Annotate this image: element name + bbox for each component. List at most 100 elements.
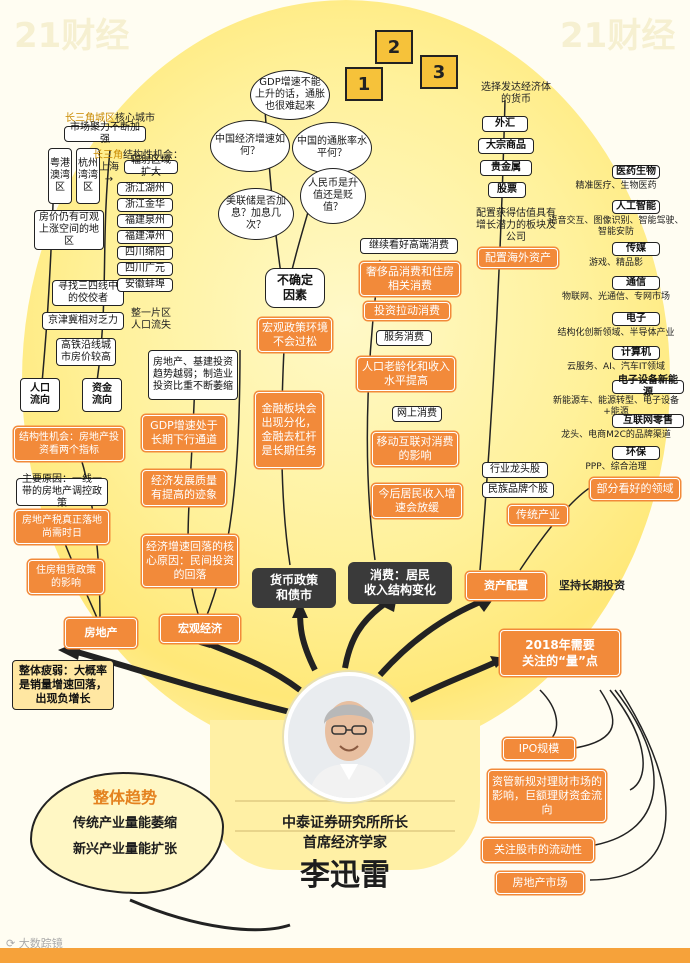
yrd-core-label: 长三角城区核心城市 xyxy=(60,113,160,125)
aging-income: 人口老龄化和收入水平提高 xyxy=(357,357,455,391)
region-gba: 粤港澳湾区 xyxy=(48,148,72,204)
bubble-inflation: 中国的通胀率水平何？ xyxy=(292,122,372,174)
jingjinji-note: 整一片区人口流失 xyxy=(131,308,171,331)
quantity-item: 房地产市场 xyxy=(496,872,584,894)
city-item: 浙江湖州 xyxy=(117,182,173,196)
online-consumption: 网上消费 xyxy=(392,406,442,422)
macro-reason: 经济增速回落的核心原因：民间投资的回落 xyxy=(142,535,238,587)
city-item: 四川绵阳 xyxy=(117,246,173,260)
rental-policy: 住房租赁政策的影响 xyxy=(28,560,104,594)
topic-monetary: 货币政策和债市 xyxy=(252,568,336,608)
asset-commodity: 大宗商品 xyxy=(478,138,534,154)
property-tax: 房地产税真正落地尚需时日 xyxy=(15,510,109,544)
watermark-corner: 21财经 xyxy=(560,16,676,56)
topic-real-estate: 房地产 xyxy=(65,618,137,648)
cube-3-icon: 3 xyxy=(420,55,458,89)
sector-head: 传媒 xyxy=(612,242,660,256)
asset-note: 坚持长期投资 xyxy=(559,579,625,592)
sector-head: 电子 xyxy=(612,312,660,326)
high-speed-rail: 高铁沿线城市房价较高 xyxy=(56,338,116,366)
growth-pick: 配置获得估值具有增长潜力的板块及公司 xyxy=(476,208,556,243)
yrd-core-text: 核心城市 xyxy=(115,113,155,124)
developed-currency: 选择发达经济体的货币 xyxy=(481,82,551,105)
sector-desc: PPP、综合治理 xyxy=(585,462,647,472)
person-avatar-icon xyxy=(288,676,410,798)
quantity-item: 关注股市的流动性 xyxy=(482,838,594,862)
cube-2-icon: 2 xyxy=(375,30,413,64)
city-item: 福建泉州 xyxy=(117,214,173,228)
yrd-core-highlight: 长三角城区 xyxy=(65,113,115,124)
topic-2018: 2018年需要关注的“量”点 xyxy=(500,630,620,676)
sector-head: 计算机 xyxy=(612,346,660,360)
luxury-trend: 继续看好高端消费 xyxy=(360,238,458,254)
watermark-bottom-left: ⟳ 大数踪镜 xyxy=(6,937,63,950)
yrd-chance-highlight: 长三角 xyxy=(93,150,123,161)
topic-asset: 资产配置 xyxy=(466,572,546,600)
overall-trend-line2: 新兴产业量能扩张 xyxy=(72,842,177,857)
real-estate-summary: 整体疲弱：大概率是销量增速回落，出现负增长 xyxy=(12,660,114,710)
sector-desc: 物联网、光通信、专网市场 xyxy=(561,292,670,302)
cube-1-icon: 1 xyxy=(345,67,383,101)
growth-room: 房价仍有可观上涨空间的地区 xyxy=(34,210,104,250)
sector-head: 人工智能 xyxy=(612,200,660,214)
asset-stocks: 股票 xyxy=(488,182,526,198)
sector-head: 通信 xyxy=(612,276,660,290)
sector-desc: 精准医疗、生物医药 xyxy=(575,181,657,191)
luxury-consumption: 奢侈品消费和住房相关消费 xyxy=(360,262,460,296)
sector-head: 医药生物 xyxy=(612,165,660,179)
macro-quality: 经济发展质量有提高的迹象 xyxy=(142,470,226,506)
favored-sectors: 部分看好的领域 xyxy=(590,478,680,500)
bubble-fed: 美联储是否加息？加息几次？ xyxy=(218,188,294,240)
monetary-loose: 宏观政策环境不会过松 xyxy=(258,318,332,352)
topic-macro: 宏观经济 xyxy=(160,615,240,643)
bubble-gdp: GDP增速不能上升的话，通胀也很难起来 xyxy=(250,70,330,120)
overseas-assets: 配置海外资产 xyxy=(478,248,558,268)
monetary-finance: 金融板块会出现分化，金融去杠杆是长期任务 xyxy=(255,392,323,468)
sector-desc: 龙头、电商M2C的品牌渠道 xyxy=(561,430,671,440)
sector-desc: 游戏、精品影 xyxy=(588,258,643,268)
city-item: 安徽蚌埠 xyxy=(117,278,173,292)
overall-trend-title: 整体趋势 xyxy=(92,788,157,807)
overall-trend-line1: 传统产业量能萎缩 xyxy=(72,816,177,831)
overall-trend-box xyxy=(30,772,224,894)
city-item: 四川广元 xyxy=(117,262,173,276)
structural-opportunity: 结构性机会：房地产投资看两个指标 xyxy=(14,427,124,461)
investment-pull: 投资拉动消费 xyxy=(364,302,450,320)
national-brands: 民族品牌个股 xyxy=(482,482,554,498)
asset-fx: 外汇 xyxy=(482,116,528,132)
service-consumption: 服务消费 xyxy=(376,330,432,346)
industry-leaders: 行业龙头股 xyxy=(482,462,548,478)
sector-head: 环保 xyxy=(612,446,660,460)
region-hangzhou-bay: 杭州湾湾区 xyxy=(76,148,100,204)
yrd-chance-label: 长三角结构性机会： xyxy=(88,150,188,162)
capital-flow: 资金流向 xyxy=(82,378,122,412)
sector-desc: 云服务、AI、汽车IT领域 xyxy=(567,362,665,372)
bubble-growth: 中国经济增速如何？ xyxy=(210,120,290,172)
sector-head: 互联网零售 xyxy=(612,414,684,428)
sector-head: 电子设备新能源 xyxy=(612,375,684,398)
quantity-item: 资管新规对理财市场的影响，巨额理财资金流向 xyxy=(488,770,606,822)
shanghai-note: 辐射区域扩大 xyxy=(124,155,178,178)
asset-gold: 贵金属 xyxy=(480,160,532,176)
bubble-rmb: 人民币是升值还是贬值？ xyxy=(300,168,366,224)
population-flow: 人口流向 xyxy=(20,378,60,412)
find-tier3: 寻找三四线中的佼佼者 xyxy=(52,280,124,306)
jingjinji: 京津冀相对乏力 xyxy=(42,312,124,330)
shanghai-label: 上海 → xyxy=(99,162,119,185)
bottom-bar xyxy=(0,948,690,963)
traditional-industry: 传统产业 xyxy=(508,505,568,525)
income-slowdown: 今后居民收入增速会放缓 xyxy=(372,484,462,518)
sector-desc: 新能源车、能源转型、电子设备+能源 xyxy=(552,396,679,417)
yrd-chance-text: 结构性机会： xyxy=(123,150,183,161)
city-item: 浙江金华 xyxy=(117,198,173,212)
sector-desc: 语音交互、图像识别、智能驾驶、智能安防 xyxy=(548,216,684,237)
topic-consumption: 消费：居民收入结构变化 xyxy=(348,562,452,604)
macro-infra: 房地产、基建投资趋势越弱；制造业投资比重不断萎缩 xyxy=(148,350,238,400)
quantity-item: IPO规模 xyxy=(503,738,575,760)
sector-desc: 结构化创新领域、半导体产业 xyxy=(557,328,675,338)
macro-gdp: GDP增速处于长期下行通道 xyxy=(142,415,226,451)
person-title-1: 中泰证券研究所所长 xyxy=(282,815,408,831)
person-name: 李迅雷 xyxy=(300,858,390,893)
main-reason: 主要原因：一线一带的房地产调控政策 xyxy=(16,474,108,509)
